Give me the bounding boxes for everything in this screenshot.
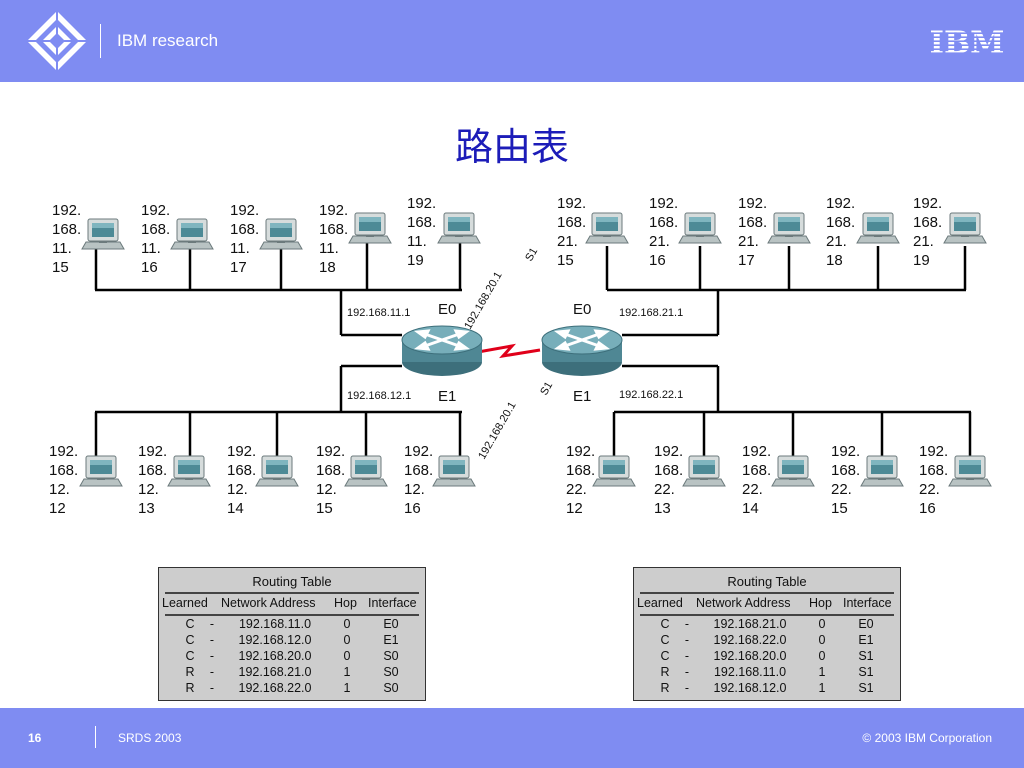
- column-header: Interface: [368, 596, 417, 610]
- left-e1-label: E1: [438, 388, 456, 405]
- pc-address-label: 192. 168. 11. 19: [407, 195, 440, 269]
- table-row: R - 192.168.21.0 1 S0: [185, 665, 399, 679]
- brand-text: IBM research: [117, 31, 219, 50]
- pc-address-label: 192. 168. 22. 15: [831, 443, 864, 517]
- table-row: R - 192.168.12.0 1 S1: [660, 681, 874, 695]
- pc-192-168-22-15: [860, 455, 904, 487]
- table-row: C - 192.168.22.0 0 E1: [660, 633, 874, 647]
- event-name: SRDS 2003: [118, 731, 182, 745]
- pc-address-label: 192. 168. 22. 12: [566, 443, 599, 517]
- pc-address-label: 192. 168. 21. 17: [738, 195, 771, 269]
- ibm-logo-text: IBM: [931, 26, 1003, 56]
- pc-address-label: 192. 168. 12. 15: [316, 443, 349, 517]
- left-e1-ip: 192.168.12.1: [347, 390, 411, 402]
- footer-band: 16 SRDS 2003 © 2003 IBM Corporation: [0, 708, 1024, 768]
- pc-address-label: 192. 168. 21. 16: [649, 195, 682, 269]
- lan-cabling: [94, 240, 972, 460]
- pc-address-label: 192. 168. 22. 14: [742, 443, 775, 517]
- right-e0-ip: 192.168.21.1: [619, 307, 683, 319]
- pc-address-label: 192. 168. 11. 15: [52, 202, 85, 276]
- routing-table-title: Routing Table: [252, 574, 332, 589]
- right-e0-label: E0: [573, 301, 591, 318]
- table-row: R - 192.168.22.0 1 S0: [185, 681, 399, 695]
- pc-address-label: 192. 168. 21. 18: [826, 195, 859, 269]
- pc-address-label: 192. 168. 11. 18: [319, 202, 352, 276]
- pc-address-label: 192. 168. 12. 14: [227, 443, 260, 517]
- pc-192-168-12-13: [167, 455, 211, 487]
- table-divider: [165, 614, 419, 616]
- left-s1-ip: 192.168.20.1: [462, 270, 505, 332]
- router-right: [540, 324, 624, 378]
- pc-192-168-11-18: [348, 212, 392, 244]
- pc-address-label: 192. 168. 22. 16: [919, 443, 952, 517]
- pc-192-168-12-15: [344, 455, 388, 487]
- slide-title: 路由表: [454, 125, 569, 169]
- routing-table-title: Routing Table: [727, 574, 807, 589]
- pc-192-168-11-15: [81, 218, 125, 250]
- column-header: Learned: [637, 596, 683, 610]
- page-number: 16: [28, 731, 42, 745]
- table-divider: [165, 592, 419, 594]
- column-header: Interface: [843, 596, 892, 610]
- pc-address-label: 192. 168. 11. 17: [230, 202, 263, 276]
- ibm-logo-icon: IBM: [931, 26, 1003, 56]
- table-row: C - 192.168.20.0 0 S0: [185, 649, 399, 663]
- pc-192-168-11-16: [170, 218, 214, 250]
- left-e0-label: E0: [438, 301, 456, 318]
- column-header: Learned: [162, 596, 208, 610]
- right-e1-label: E1: [573, 388, 591, 405]
- pc-address-label: 192. 168. 22. 13: [654, 443, 687, 517]
- pc-192-168-21-18: [856, 212, 900, 244]
- pc-192-168-21-16: [678, 212, 722, 244]
- router-left: [400, 324, 484, 378]
- pc-192-168-11-17: [259, 218, 303, 250]
- pc-192-168-21-15: [585, 212, 629, 244]
- header-band: IBM research IBM: [0, 0, 1024, 82]
- right-e1-ip: 192.168.22.1: [619, 389, 683, 401]
- pc-address-label: 192. 168. 21. 19: [913, 195, 946, 269]
- pc-192-168-22-16: [948, 455, 992, 487]
- pc-192-168-21-17: [767, 212, 811, 244]
- pc-address-label: 192. 168. 21. 15: [557, 195, 590, 269]
- left-s1-label: S1: [523, 246, 540, 264]
- left-e0-ip: 192.168.11.1: [347, 307, 410, 319]
- column-header: Network Address: [221, 596, 316, 610]
- serial-link: [477, 343, 541, 359]
- pc-address-label: 192. 168. 12. 12: [49, 443, 82, 517]
- pc-192-168-22-14: [771, 455, 815, 487]
- table-divider: [640, 614, 894, 616]
- ibm-research-logo-icon: [27, 11, 87, 71]
- column-header: Hop: [809, 596, 832, 610]
- pc-192-168-12-16: [432, 455, 476, 487]
- routing-table-left: Routing Table Learned Network Address Ho…: [158, 567, 426, 701]
- header-divider: [100, 24, 101, 58]
- table-divider: [640, 592, 894, 594]
- table-row: C - 192.168.21.0 0 E0: [660, 617, 874, 631]
- pc-address-label: 192. 168. 11. 16: [141, 202, 174, 276]
- pc-192-168-21-19: [943, 212, 987, 244]
- table-row: C - 192.168.12.0 0 E1: [185, 633, 399, 647]
- pc-address-label: 192. 168. 12. 16: [404, 443, 437, 517]
- pc-192-168-22-13: [682, 455, 726, 487]
- pc-address-label: 192. 168. 12. 13: [138, 443, 171, 517]
- table-row: R - 192.168.11.0 1 S1: [660, 665, 874, 679]
- table-row: C - 192.168.11.0 0 E0: [185, 617, 399, 631]
- pc-192-168-12-12: [79, 455, 123, 487]
- footer-divider: [95, 726, 96, 748]
- pc-192-168-12-14: [255, 455, 299, 487]
- right-s1-ip: 192.168.20.1: [476, 400, 519, 462]
- pc-192-168-11-19: [437, 212, 481, 244]
- column-header: Hop: [334, 596, 357, 610]
- table-row: C - 192.168.20.0 0 S1: [660, 649, 874, 663]
- column-header: Network Address: [696, 596, 791, 610]
- copyright: © 2003 IBM Corporation: [862, 731, 992, 745]
- right-s1-label: S1: [538, 380, 555, 398]
- routing-table-right: Routing Table Learned Network Address Ho…: [633, 567, 901, 701]
